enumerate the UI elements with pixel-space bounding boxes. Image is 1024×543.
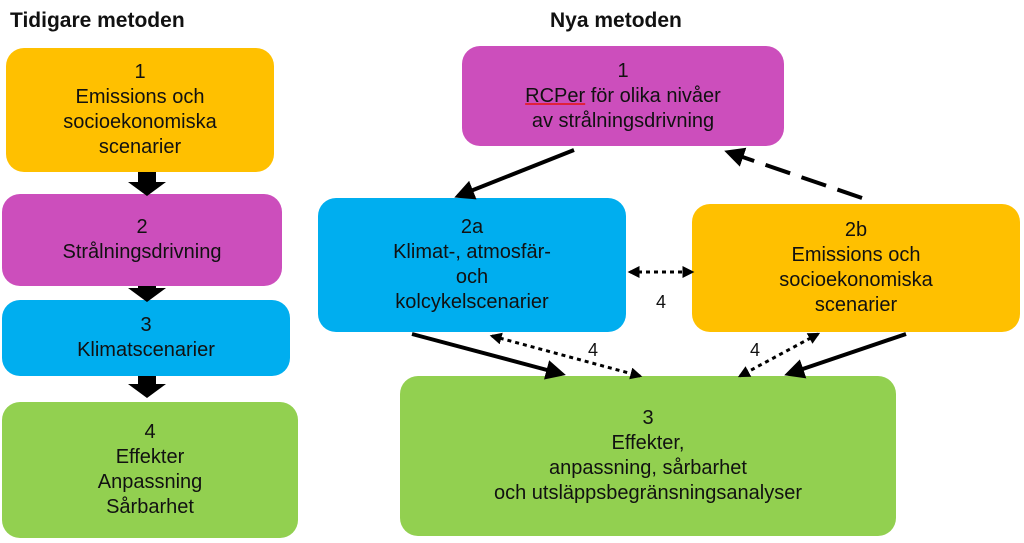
box-text: Emissions och	[75, 86, 205, 108]
right-box-emissions: 2b Emissions och socioekonomiska scenari…	[692, 204, 1020, 332]
arrow-rcp-to-2a	[454, 148, 575, 200]
box-number: 3	[642, 407, 654, 429]
arrow-2a-to-3	[411, 332, 566, 380]
dashed-arrow-2b-to-rcp	[724, 147, 863, 200]
box-text: och	[455, 266, 489, 288]
left-box-impacts: 4 Effekter Anpassning Sårbarhet	[2, 402, 298, 538]
box-text: Effekter	[115, 446, 185, 468]
link-label: 4	[588, 340, 599, 360]
box-number: 3	[140, 314, 152, 336]
left-heading: Tidigare metoden	[10, 9, 185, 32]
box-text: Strålningsdrivning	[62, 241, 222, 263]
box-text: Emissions och	[791, 244, 921, 266]
box-number: 2	[136, 216, 148, 238]
box-text-rest: för olika nivåer	[585, 84, 721, 107]
box-number: 2b	[844, 219, 868, 241]
dotted-double-arrow-2b-3	[737, 332, 821, 378]
box-number: 1	[617, 59, 629, 82]
box-text: RCPer för olika nivåer	[525, 84, 721, 109]
box-text: anpassning, sårbarhet	[549, 457, 747, 479]
box-number: 4	[144, 421, 156, 443]
arrow-2b-to-3	[784, 332, 907, 379]
box-text: Klimatscenarier	[77, 339, 215, 361]
box-text: Anpassning	[97, 471, 203, 493]
right-box-impacts: 3 Effekter, anpassning, sårbarhet och ut…	[400, 376, 896, 536]
box-number: 2a	[460, 216, 484, 238]
box-text: Effekter,	[611, 432, 685, 454]
down-arrow	[128, 376, 166, 398]
box-text: av strålningsdrivning	[531, 109, 715, 132]
down-arrow	[128, 286, 166, 302]
dotted-double-arrow-2a-3	[489, 332, 643, 380]
box-text: socioekonomiska	[63, 111, 217, 133]
box-text: och utsläppsbegränsningsanalyser	[494, 482, 802, 504]
right-heading: Nya metoden	[550, 9, 682, 32]
box-text: scenarier	[814, 294, 898, 316]
box-text: scenarier	[98, 136, 182, 158]
box-text: Klimat-, atmosfär-	[393, 241, 551, 263]
box-text: Sårbarhet	[106, 496, 194, 518]
box-text: socioekonomiska	[779, 269, 933, 291]
link-label: 4	[750, 340, 761, 360]
box-text: kolcykelscenarier	[395, 291, 549, 313]
left-box-radiative-forcing: 2 Strålningsdrivning	[2, 194, 282, 286]
box-number: 1	[134, 61, 146, 83]
left-flow-arrows	[128, 172, 166, 398]
link-label: 4	[656, 292, 667, 312]
left-box-emissions: 1 Emissions och socioekonomiska scenarie…	[6, 48, 274, 172]
down-arrow	[128, 172, 166, 196]
rcp-term: RCPer	[525, 84, 586, 107]
right-box-rcp: 1 RCPer för olika nivåer av strålningsdr…	[462, 46, 784, 146]
left-box-climate-scenarios: 3 Klimatscenarier	[2, 300, 290, 376]
right-box-climate-atmosphere: 2a Klimat-, atmosfär- och kolcykelscenar…	[318, 198, 626, 332]
